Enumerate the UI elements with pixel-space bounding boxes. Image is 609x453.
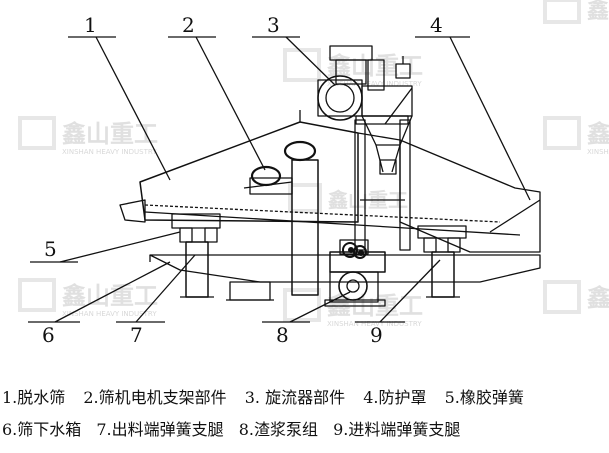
watermark-brand: 鑫山重工 <box>587 284 609 312</box>
label-3: 3 <box>267 13 280 37</box>
label-8: 8 <box>276 323 289 347</box>
legend-item-9: 9.进料端弹簧支腿 <box>333 420 461 439</box>
rubber-springs <box>171 213 467 253</box>
legend-row-2: 6.筛下水箱 7.出料端弹簧支腿 8.渣浆泵组 9.进料端弹簧支腿 <box>2 416 470 440</box>
watermark-sub: XINSHAN HEAVY INDUSTRY <box>327 320 422 328</box>
label-6: 6 <box>42 323 55 347</box>
watermark-sub: XINSHAN HEAVY INDUSTRY <box>62 148 157 156</box>
hydrocyclone-assembly <box>317 45 413 251</box>
label-9: 9 <box>370 323 383 347</box>
watermark-sub: XINSHAN HEAVY INDUSTRY <box>587 148 609 156</box>
watermark-sub: XINSHAN HEAVY INDUSTRY <box>327 80 422 88</box>
label-7: 7 <box>130 323 143 347</box>
label-5: 5 <box>44 237 57 261</box>
leader-lines <box>28 36 531 323</box>
pump-motor-solid <box>348 247 364 256</box>
legend-item-3: 3. 旋流器部件 <box>244 388 346 407</box>
legend-item-7: 7.出料端弹簧支腿 <box>96 420 224 439</box>
dewatering-screen-body <box>119 110 541 253</box>
watermark-brand: 鑫山重工 <box>587 120 609 148</box>
watermark-brand: 鑫山重工 <box>62 282 158 310</box>
slurry-pump-set <box>324 239 386 307</box>
watermark-brand: 鑫山重工 <box>587 0 609 24</box>
watermark-brand: 鑫山重工 <box>327 52 423 80</box>
discharge-spring-legs <box>180 241 214 298</box>
legend-item-4: 4.防护罩 <box>363 388 427 407</box>
legend-item-6: 6.筛下水箱 <box>2 420 82 439</box>
label-4: 4 <box>430 13 443 37</box>
under-screen-water-tank <box>149 254 541 301</box>
feed-spring-legs <box>426 251 460 298</box>
motor-support-frame <box>243 140 319 296</box>
watermark-sub: XINSHAN HEAVY INDUSTRY <box>62 310 157 318</box>
legend-item-2: 2.筛机电机支架部件 <box>83 388 227 407</box>
legend-item-5: 5.橡胶弹簧 <box>444 388 524 407</box>
watermark-brand: 鑫山重工 <box>62 120 158 148</box>
label-1: 1 <box>84 13 97 37</box>
label-2: 2 <box>182 13 195 37</box>
legend-row-1: 1.脱水筛 2.筛机电机支架部件 3. 旋流器部件 4.防护罩 5.橡胶弹簧 <box>2 384 537 408</box>
legend-item-8: 8.渣浆泵组 <box>238 420 319 439</box>
legend-item-1: 1.脱水筛 <box>2 388 66 407</box>
